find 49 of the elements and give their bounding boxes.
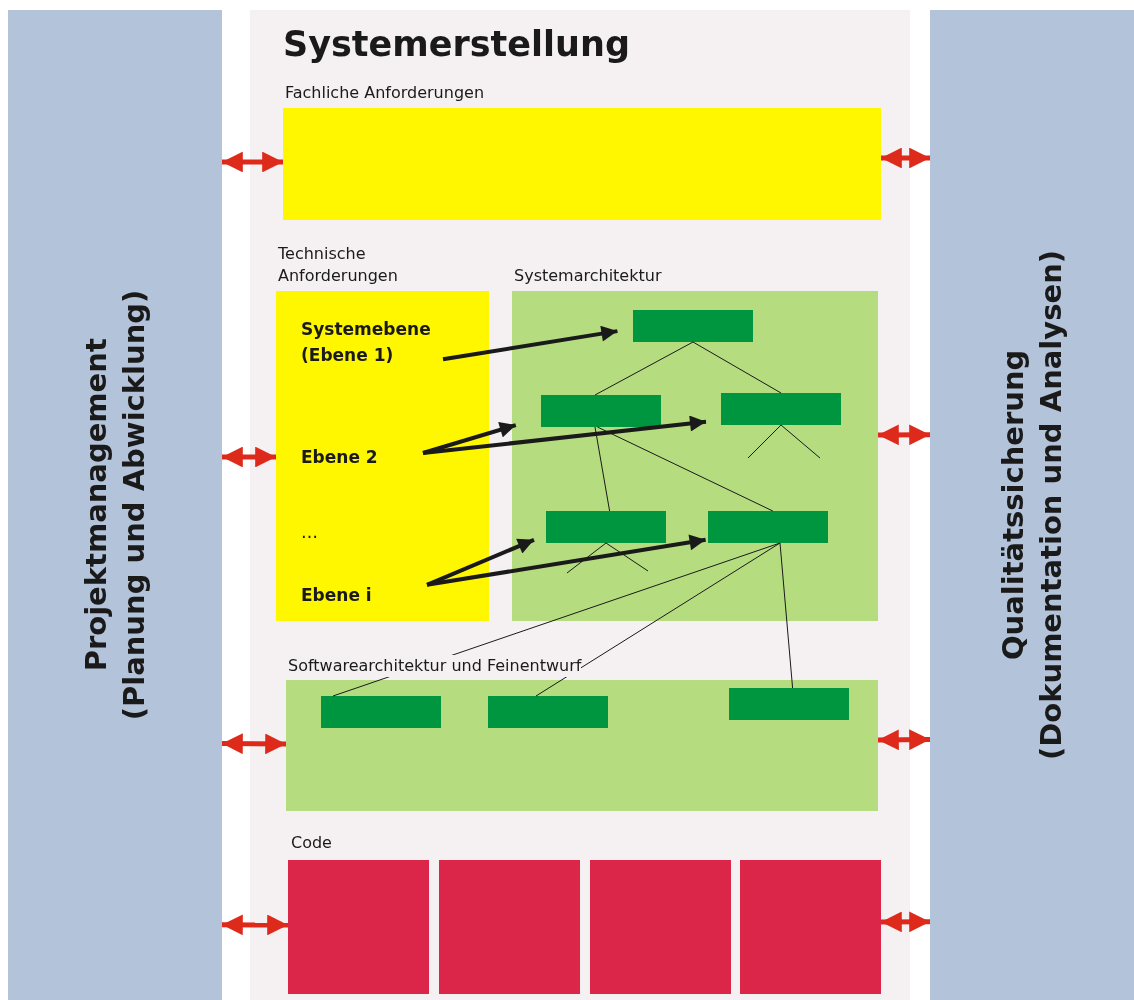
center-panel: [250, 10, 910, 1000]
code-block: [288, 860, 429, 994]
connector-line: [747, 424, 782, 459]
side-band: [930, 10, 1134, 1000]
connector-line: [605, 542, 649, 572]
double-arrow: [881, 147, 930, 169]
connector-line: [594, 426, 611, 512]
component-block: [546, 511, 666, 543]
section-heading: Code: [291, 833, 332, 852]
component-block: [321, 696, 441, 728]
ellipsis-text: …: [301, 522, 318, 542]
component-block: [721, 393, 841, 425]
connector-line: [332, 542, 781, 697]
level-label: Ebene i: [301, 582, 427, 610]
band-subtitle: (Dokumentation und Analysen): [1033, 249, 1069, 761]
band-subtitle: (Planung und Abwicklung): [116, 289, 152, 721]
double-arrow: [222, 733, 286, 755]
panel-title: Systemerstellung: [283, 24, 630, 64]
connector-line: [596, 426, 774, 512]
component-block: [633, 310, 753, 342]
section-heading: Softwarearchitektur und Feinentwurf: [288, 655, 582, 677]
arrow: [422, 415, 707, 455]
connector-line: [780, 424, 821, 459]
code-block: [590, 860, 731, 994]
level-label: Ebene 2: [301, 444, 423, 472]
component-block: [729, 688, 849, 720]
arrow: [426, 534, 706, 587]
side-band: [8, 10, 222, 1000]
arrow: [442, 325, 618, 362]
level-label: Systemebene (Ebene 1): [301, 316, 443, 370]
connector-line: [594, 341, 694, 396]
double-arrow: [878, 729, 930, 751]
double-arrow: [878, 424, 930, 446]
double-arrow: [222, 446, 276, 468]
code-block: [439, 860, 580, 994]
component-block: [708, 511, 828, 543]
component-block: [541, 395, 661, 427]
connector-line: [566, 542, 607, 574]
band-title: Qualitätssicherung: [995, 348, 1031, 663]
code-block: [740, 860, 881, 994]
connector-line: [535, 542, 781, 697]
connector-line: [692, 341, 782, 394]
double-arrow: [222, 151, 283, 173]
double-arrow: [881, 911, 930, 933]
band-title: Projektmanagement: [78, 337, 114, 674]
arrow: [426, 537, 535, 587]
connector-line: [779, 542, 794, 689]
component-block: [488, 696, 608, 728]
double-arrow: [222, 914, 288, 936]
